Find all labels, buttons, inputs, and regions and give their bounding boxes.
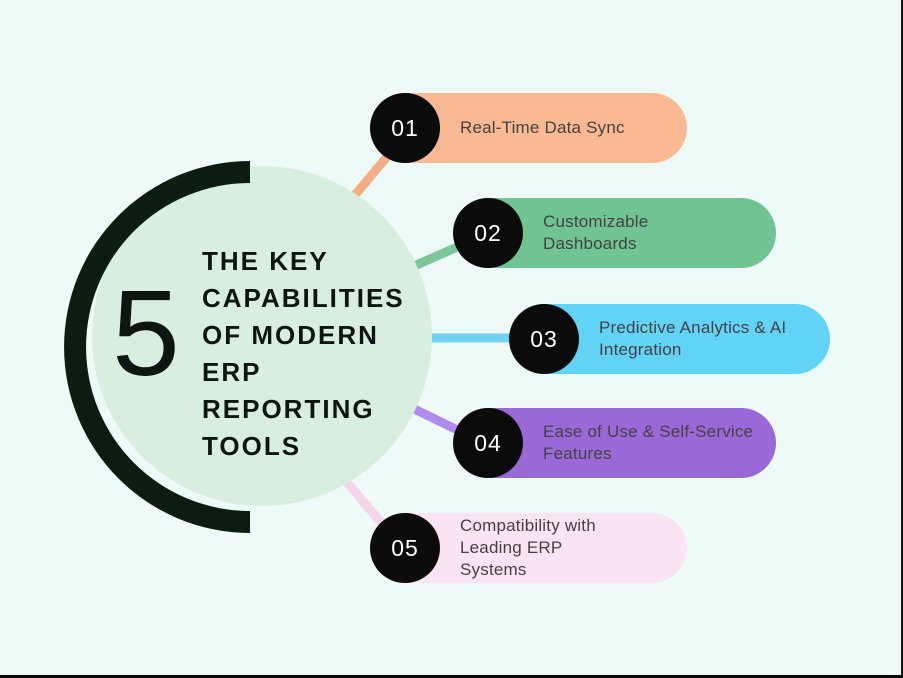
title-line: ERP (202, 357, 262, 387)
title-line: OF MODERN (202, 320, 379, 350)
title-line: TOOLS (202, 431, 302, 461)
capability-pill-4: 04 Ease of Use & Self-Service Features (453, 408, 776, 478)
title-line: REPORTING (202, 394, 375, 424)
number-badge-02: 02 (453, 198, 523, 268)
big-number-5: 5 (112, 265, 180, 401)
capability-label: Real-Time Data Sync (460, 118, 625, 137)
center-ring-arc (64, 161, 251, 533)
number-badge-03: 03 (509, 304, 579, 374)
page-title: THE KEY CAPABILITIES OF MODERN ERP REPOR… (202, 243, 405, 465)
badge-number: 03 (530, 325, 558, 352)
capability-label: Predictive Analytics & AI Integration (599, 318, 787, 359)
title-line: CAPABILITIES (202, 283, 405, 313)
capability-pill-3: 03 Predictive Analytics & AI Integration (509, 304, 830, 374)
title-line: THE KEY (202, 246, 329, 276)
badge-number: 01 (391, 114, 419, 141)
capability-label: Compatibility with Leading ERP Systems (460, 516, 596, 579)
badge-number: 05 (391, 534, 419, 561)
center-circle (92, 166, 432, 506)
badge-number: 04 (474, 429, 502, 456)
capability-label: Ease of Use & Self-Service Features (543, 422, 754, 463)
capability-pill-2: 02 Customizable Dashboards (453, 198, 776, 268)
capability-label: Customizable Dashboards (543, 212, 649, 253)
capability-pill-1: 01 Real-Time Data Sync (370, 93, 687, 163)
number-badge-01: 01 (370, 93, 440, 163)
capability-pill-5: 05 Compatibility with Leading ERP System… (370, 513, 687, 583)
badge-number: 02 (474, 219, 502, 246)
number-badge-04: 04 (453, 408, 523, 478)
number-badge-05: 05 (370, 513, 440, 583)
